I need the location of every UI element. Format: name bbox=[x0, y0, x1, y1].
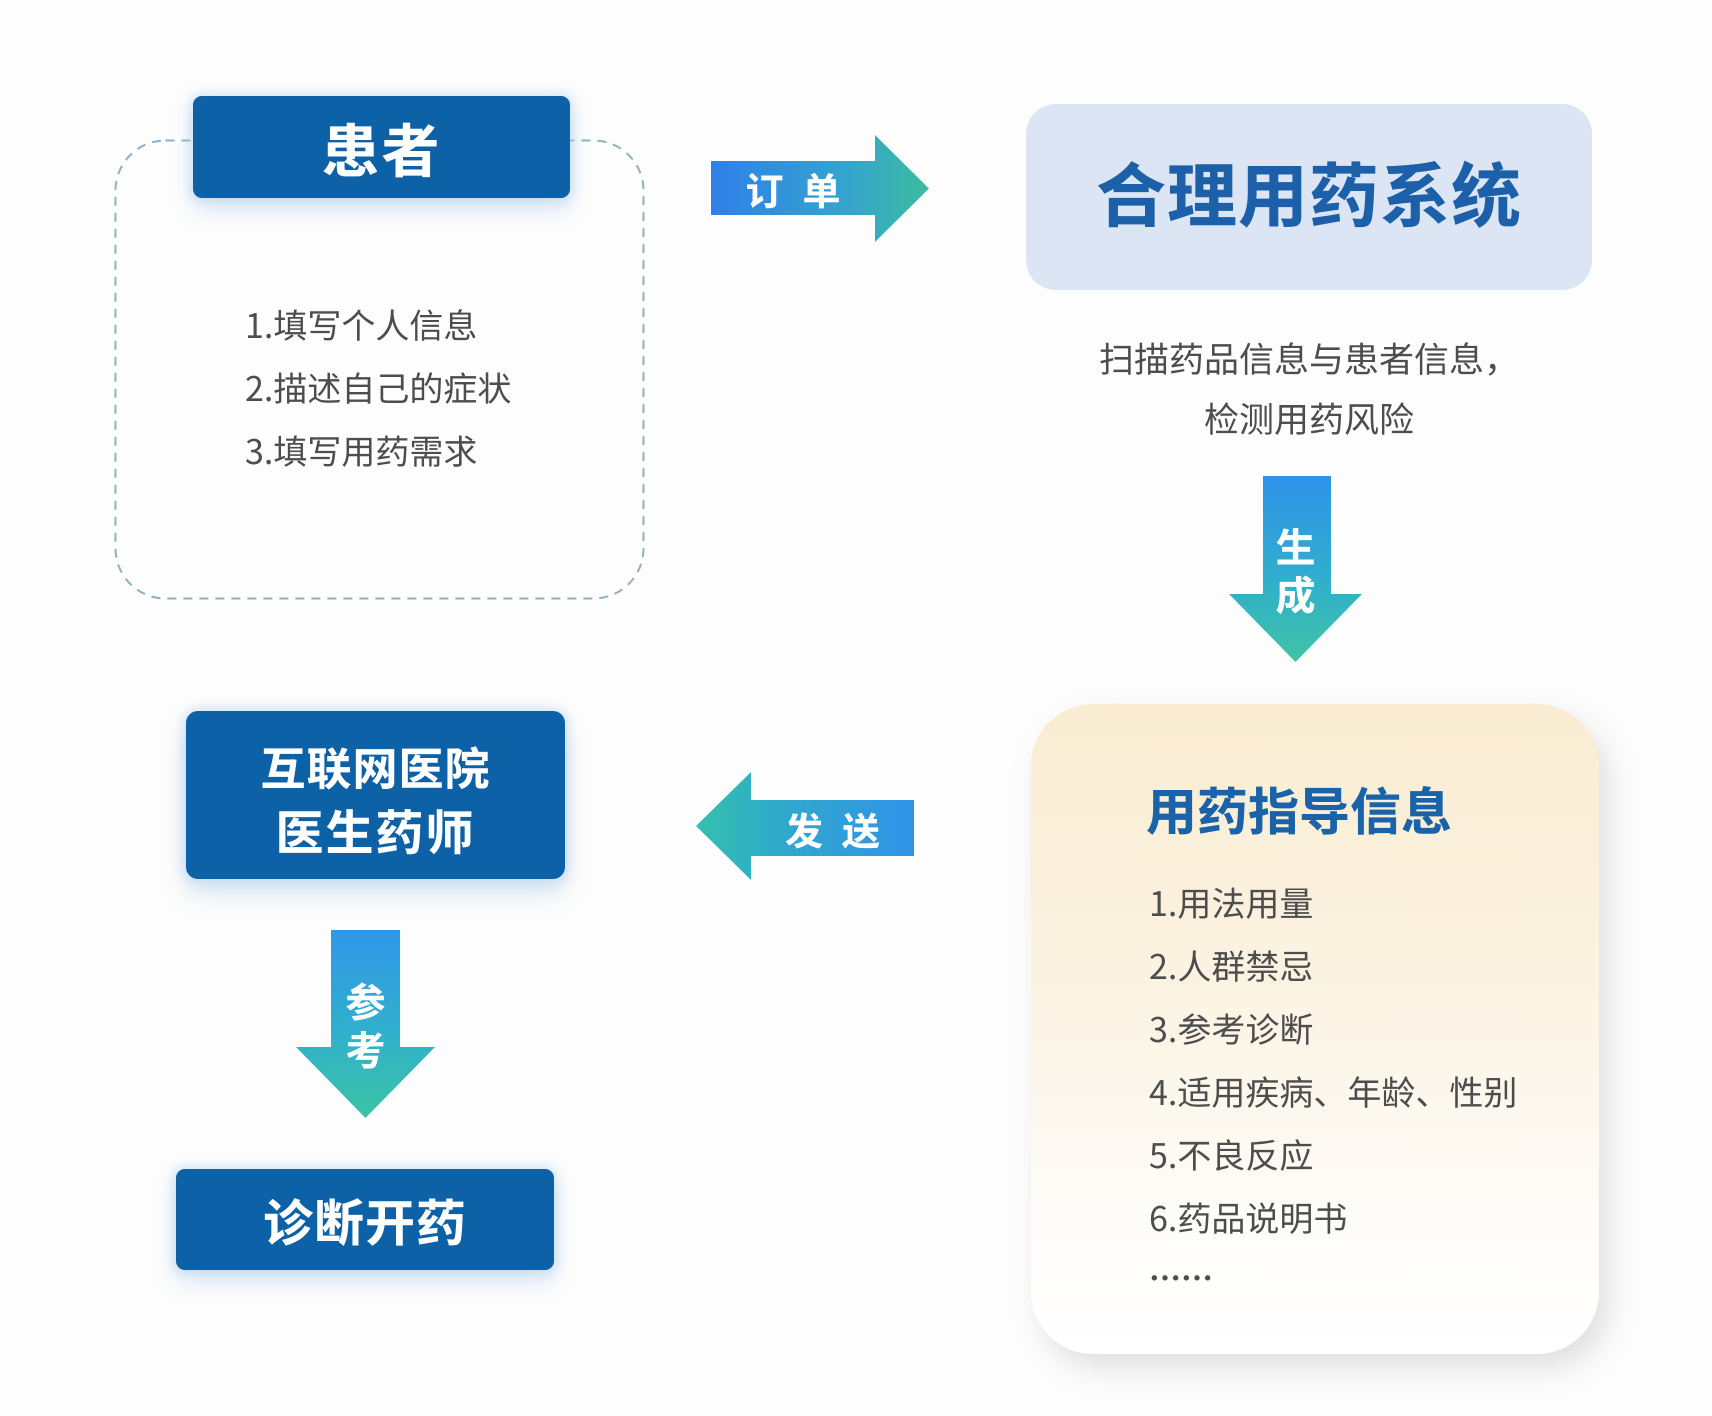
generate-arrow-down-icon: 生成 bbox=[1229, 476, 1362, 662]
guide-item-3: 3.参考诊断 bbox=[1149, 1003, 1314, 1052]
hospital-node-line-2: 医生药师 bbox=[275, 794, 476, 864]
patient-step-3: 3.填写用药需求 bbox=[245, 425, 478, 474]
reference-arrow-down-icon: 参考 bbox=[296, 930, 435, 1118]
hospital-node-line-1: 互联网医院 bbox=[260, 733, 491, 798]
system-caption-line-1: 扫描药品信息与患者信息， bbox=[1098, 332, 1519, 383]
system-node: 合理用药系统 bbox=[1026, 104, 1592, 290]
patient-steps-list: 1.填写个人信息 2.描述自己的症状 3.填写用药需求 bbox=[245, 292, 511, 481]
guide-item-6: 6.药品说明书 bbox=[1149, 1192, 1348, 1241]
guide-item-2: 2.人群禁忌 bbox=[1149, 940, 1314, 989]
patient-step-2: 2.描述自己的症状 bbox=[245, 362, 512, 411]
system-caption-line-2: 检测用药风险 bbox=[1203, 392, 1414, 443]
guide-panel bbox=[1031, 704, 1599, 1354]
patient-step-1: 1.填写个人信息 bbox=[245, 299, 478, 348]
patient-node: 患者 bbox=[193, 96, 570, 198]
patient-node-label: 患者 bbox=[321, 105, 442, 189]
guide-item-4: 4.适用疾病、年龄、性别 bbox=[1149, 1066, 1518, 1115]
diagnose-node-label: 诊断开药 bbox=[263, 1183, 467, 1256]
generate-arrow-label: 生成 bbox=[1275, 516, 1316, 622]
guide-panel-title: 用药指导信息 bbox=[1146, 771, 1453, 845]
send-arrow-left-icon: 发送 bbox=[696, 772, 914, 880]
guide-item-1: 1.用法用量 bbox=[1149, 877, 1314, 926]
order-arrow-right-icon: 订单 bbox=[711, 135, 929, 242]
send-arrow-label: 发送 bbox=[784, 800, 899, 856]
order-arrow-label: 订单 bbox=[745, 160, 860, 216]
hospital-node: 互联网医院 医生药师 bbox=[186, 711, 565, 879]
system-caption: 扫描药品信息与患者信息， 检测用药风险 bbox=[1026, 328, 1592, 448]
system-node-label: 合理用药系统 bbox=[1096, 140, 1522, 242]
guide-item-5: 5.不良反应 bbox=[1149, 1129, 1314, 1178]
reference-arrow-label: 参考 bbox=[345, 971, 386, 1077]
guide-items-list: 1.用法用量 2.人群禁忌 3.参考诊断 4.适用疾病、年龄、性别 5.不良反应… bbox=[1149, 870, 1517, 1306]
diagnose-node: 诊断开药 bbox=[176, 1169, 554, 1270]
guide-item-ellipsis: …… bbox=[1149, 1254, 1214, 1300]
